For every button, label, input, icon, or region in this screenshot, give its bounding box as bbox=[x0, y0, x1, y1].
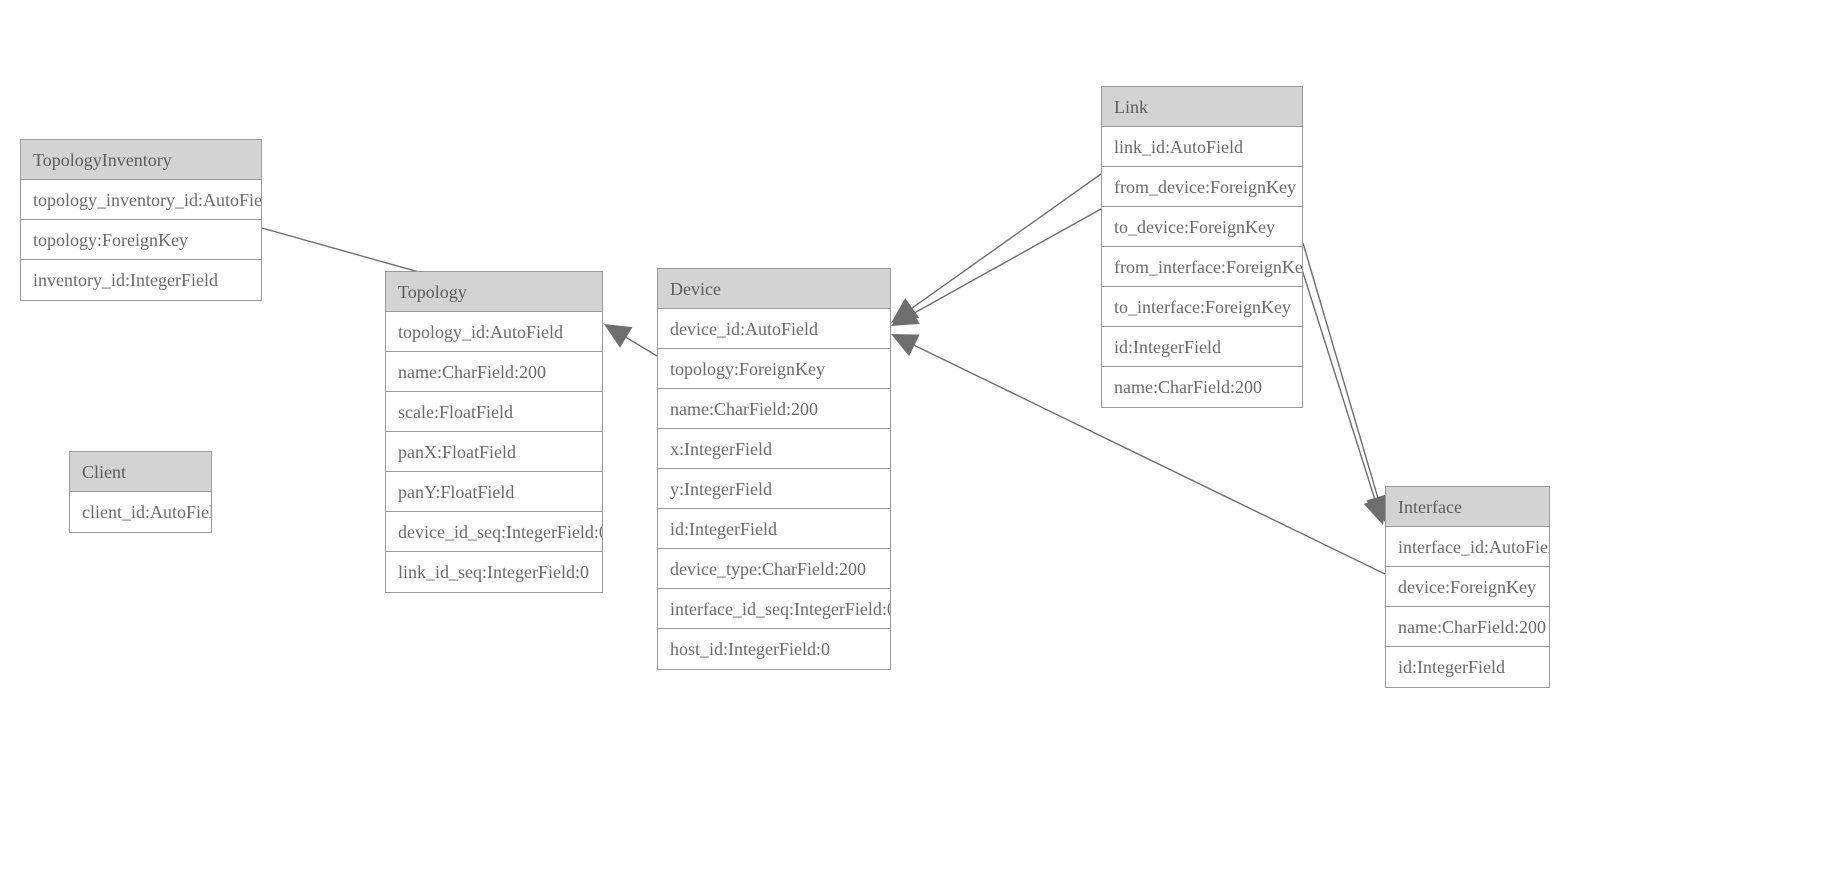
attribute-row: name:CharField:200 bbox=[658, 389, 890, 429]
edge-line bbox=[908, 173, 1102, 311]
attribute-row: device_id:AutoField bbox=[658, 309, 890, 349]
edge-line bbox=[1298, 259, 1378, 505]
attribute-row: client_id:AutoField bbox=[82, 502, 211, 522]
attribute-row: link_id:AutoField bbox=[1102, 127, 1302, 167]
entity-title-topologyinventory: TopologyInventory bbox=[21, 140, 261, 180]
attribute-row: id:IntegerField bbox=[1398, 657, 1505, 677]
attribute-row: to_device:ForeignKey bbox=[1102, 207, 1302, 247]
edge-line bbox=[909, 208, 1102, 316]
edge-link-to-device-to-device[interactable] bbox=[891, 208, 1102, 326]
attribute-row: device:ForeignKey bbox=[1386, 567, 1549, 607]
entity-title-device: Device bbox=[658, 269, 890, 309]
edge-device-to-topology[interactable] bbox=[604, 324, 658, 357]
attribute-row: y:IntegerField bbox=[658, 469, 890, 509]
arrowhead-icon bbox=[1363, 496, 1387, 525]
entity-title-topology: Topology bbox=[386, 272, 602, 312]
attribute-row: panX:FloatField bbox=[386, 432, 602, 472]
attribute-row: inventory_id:IntegerField bbox=[33, 270, 218, 290]
attribute-row: id:IntegerField bbox=[1102, 327, 1302, 367]
edge-link-to-interface-to-interface[interactable] bbox=[1298, 259, 1387, 525]
edge-line bbox=[622, 334, 658, 357]
entity-title-interface: Interface bbox=[1386, 487, 1549, 527]
attribute-row: link_id_seq:IntegerField:0 bbox=[398, 562, 589, 582]
attribute-row: topology:ForeignKey bbox=[658, 349, 890, 389]
entity-client[interactable]: Client client_id:AutoField bbox=[69, 451, 212, 533]
attribute-row: scale:FloatField bbox=[386, 392, 602, 432]
attribute-list-client: client_id:AutoField bbox=[70, 492, 211, 532]
edge-line bbox=[1302, 242, 1380, 502]
attribute-row: to_interface:ForeignKey bbox=[1102, 287, 1302, 327]
edge-link-from-interface-to-interface[interactable] bbox=[1302, 242, 1390, 522]
arrowhead-icon bbox=[891, 298, 920, 323]
attribute-row: device_id_seq:IntegerField:0 bbox=[386, 512, 602, 552]
attribute-row: host_id:IntegerField:0 bbox=[670, 639, 830, 659]
attribute-row: name:CharField:200 bbox=[386, 352, 602, 392]
arrowhead-icon bbox=[891, 302, 920, 326]
attribute-row: topology:ForeignKey bbox=[21, 220, 261, 260]
arrowhead-icon bbox=[604, 324, 633, 348]
attribute-row: device_type:CharField:200 bbox=[658, 549, 890, 589]
attribute-row: interface_id:AutoField bbox=[1386, 527, 1549, 567]
attribute-row: topology_inventory_id:AutoField bbox=[21, 180, 261, 220]
attribute-row: name:CharField:200 bbox=[1114, 377, 1262, 397]
attribute-row: from_interface:ForeignKey bbox=[1102, 247, 1302, 287]
attribute-row: id:IntegerField bbox=[658, 509, 890, 549]
entity-title-client: Client bbox=[70, 452, 211, 492]
attribute-row: topology_id:AutoField bbox=[386, 312, 602, 352]
attribute-row: name:CharField:200 bbox=[1386, 607, 1549, 647]
attribute-row: x:IntegerField bbox=[658, 429, 890, 469]
entity-title-link: Link bbox=[1102, 87, 1302, 127]
attribute-row: interface_id_seq:IntegerField:0 bbox=[658, 589, 890, 629]
attribute-row: panY:FloatField bbox=[386, 472, 602, 512]
attribute-row: from_device:ForeignKey bbox=[1102, 167, 1302, 207]
edge-link-from-device-to-device[interactable] bbox=[891, 173, 1102, 323]
arrowhead-icon bbox=[891, 334, 920, 357]
